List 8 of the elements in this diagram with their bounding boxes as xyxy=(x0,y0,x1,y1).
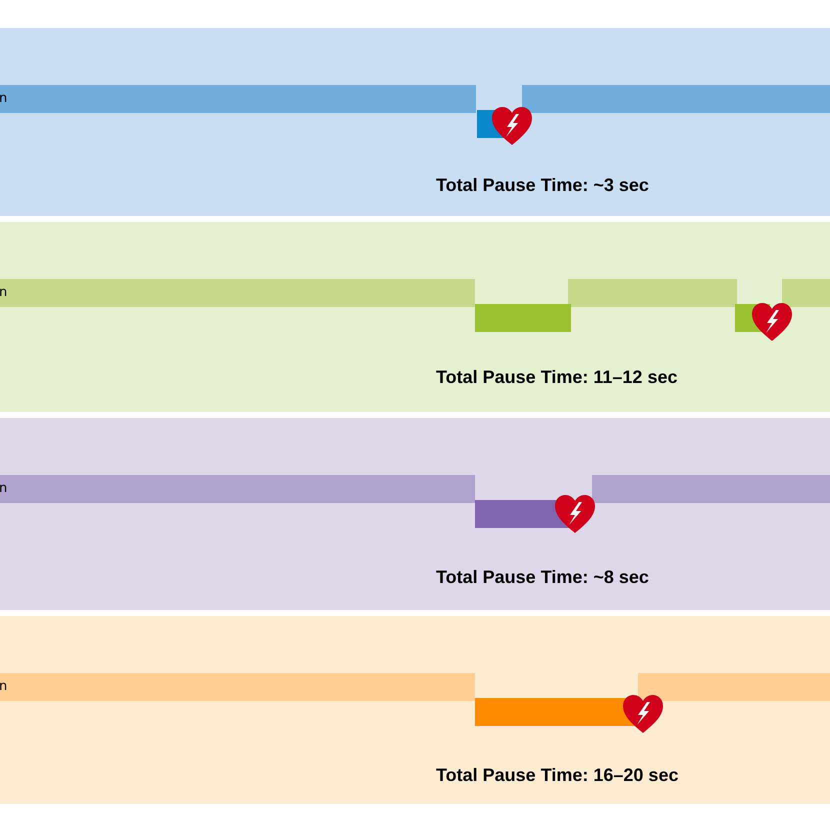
pause-time-text: Total Pause Time: ~8 sec xyxy=(436,567,649,588)
pause-time-text: Total Pause Time: 16–20 sec xyxy=(436,765,678,786)
bar-label: n xyxy=(0,285,8,300)
bar-label: n xyxy=(0,91,8,106)
pause-time-text: Total Pause Time: 11–12 sec xyxy=(436,367,678,388)
pause-time-text: Total Pause Time: ~3 sec xyxy=(436,175,649,196)
bar-label: n xyxy=(0,679,8,694)
bar-label: n xyxy=(0,481,8,496)
